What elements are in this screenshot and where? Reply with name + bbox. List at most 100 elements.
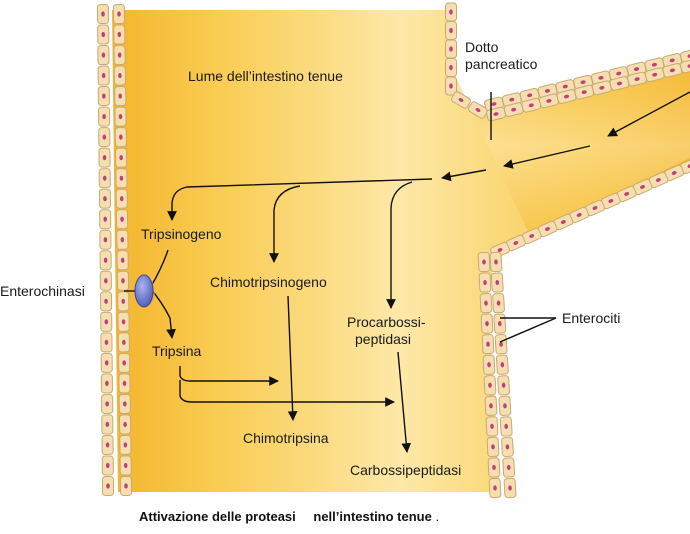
duct-label-line1: Dotto xyxy=(465,39,499,55)
enterocyte-cell xyxy=(445,2,457,22)
enterocyte-cell xyxy=(503,477,517,499)
enterocyte-cell xyxy=(101,434,114,455)
procarbossipeptidasi-label-line2: peptidasi xyxy=(355,331,411,347)
enterocyte-cell xyxy=(117,332,130,353)
enterocyte-cell xyxy=(479,292,493,314)
enterocyte-cell xyxy=(101,414,114,435)
enterocyte-cell xyxy=(492,292,505,314)
tripsina-label: Tripsina xyxy=(152,343,201,359)
arrow-to-chimotripsinogeno xyxy=(269,185,301,263)
enterocyte-cell xyxy=(98,168,111,189)
enterocyte-cell xyxy=(98,127,111,148)
enterocyte-cell xyxy=(97,24,110,45)
figure-caption: Attivazione delle proteasi nell’intestin… xyxy=(139,509,439,524)
procarbossipeptidasi-label-line1: Procarbossi- xyxy=(347,314,426,330)
enterocyte-cell xyxy=(497,375,511,396)
enterocyte-cell xyxy=(119,475,133,497)
lumen-label: Lume dell’intestino tenue xyxy=(188,68,343,84)
enterocyte-cell xyxy=(96,3,110,25)
enterocyte-cell xyxy=(101,393,114,414)
enterocyte-cell xyxy=(113,45,126,66)
duct-label-line2: pancreatico xyxy=(465,56,538,72)
caption-end: . xyxy=(435,509,439,524)
enterocyte-cell xyxy=(117,311,130,332)
enterocyte-cell xyxy=(488,477,502,499)
duct-arrow-3 xyxy=(441,169,487,182)
enterocyte-cell xyxy=(494,334,508,355)
enterocyte-cell xyxy=(98,106,111,127)
enterocyte-cell xyxy=(501,436,514,458)
enterocyte-cell xyxy=(97,45,110,66)
enterocyte-cell xyxy=(499,416,513,437)
enterocyte-cell xyxy=(486,436,500,458)
enterocyte-cell xyxy=(97,86,110,107)
enterocyte-cell xyxy=(99,291,113,312)
caption-rest: nell’intestino tenue xyxy=(313,509,431,524)
enterocyte-cell xyxy=(118,414,132,435)
enterocyte-cell xyxy=(112,3,126,25)
enterocyte-cell xyxy=(553,213,574,231)
enterocyte-cell xyxy=(99,270,112,291)
enterocyte-cell xyxy=(113,65,127,86)
duct-arrow-1 xyxy=(607,91,690,137)
tripsinogeno-label: Tripsinogeno xyxy=(141,226,222,242)
enterocyte-cell xyxy=(445,39,457,59)
caption-bold: Attivazione delle proteasi xyxy=(139,509,296,524)
enterocyte-cell xyxy=(114,106,127,127)
enterocyte-cell xyxy=(680,58,690,74)
enterocyte-cell xyxy=(100,373,113,394)
enterocyte-cell xyxy=(101,455,114,476)
chimotripsina-label: Chimotripsina xyxy=(243,430,329,446)
enterociti-pointer-2 xyxy=(499,317,557,343)
enterocyte-cell xyxy=(99,229,112,250)
enterochinasi-label: Enterochinasi xyxy=(0,283,85,299)
enterocyte-cell xyxy=(537,220,558,238)
enterocyte-cell xyxy=(98,147,111,168)
enterocyte-cell xyxy=(115,168,128,189)
enterocyte-cell xyxy=(99,209,112,230)
enterocyte-cell xyxy=(490,272,504,293)
enterocyte-cell xyxy=(483,375,497,396)
enterocyte-cell xyxy=(585,199,605,217)
enterocyte-cell xyxy=(481,334,495,355)
enterocyte-cell xyxy=(97,65,110,86)
enterocyte-cell xyxy=(569,206,590,224)
enterocyte-cell xyxy=(498,395,512,416)
enterocyte-cell xyxy=(115,188,128,209)
enterocyte-cell xyxy=(477,251,491,273)
enterocyte-layer xyxy=(96,2,690,499)
enterocyte-cell xyxy=(478,272,492,293)
enterocyte-cell xyxy=(115,147,128,168)
enterochinasi-enzyme xyxy=(134,274,155,308)
enterocyte-cell xyxy=(119,434,132,455)
enterocyte-cell xyxy=(100,332,113,353)
enterocyte-cell xyxy=(445,21,457,40)
arrow-to-procarbossipeptidasi xyxy=(386,181,413,309)
enterocyte-cell xyxy=(445,76,457,96)
enterocyte-cell xyxy=(113,24,126,45)
chimotripsinogeno-label: Chimotripsinogeno xyxy=(210,274,327,290)
arrow-to-carbossipeptidasi xyxy=(397,351,412,453)
enterocyte-cell xyxy=(118,373,131,394)
enterocyte-cell xyxy=(503,102,524,118)
tripsina-arrow-2 xyxy=(179,380,395,407)
enterocyte-cell xyxy=(445,58,457,77)
enterocyte-cell xyxy=(117,291,130,312)
enterociti-label: Enterociti xyxy=(562,310,620,326)
enterocyte-cell xyxy=(493,313,507,334)
enterocyte-cell xyxy=(116,229,129,250)
enterocyte-cell xyxy=(521,97,542,113)
enterocyte-cell xyxy=(119,455,132,476)
enterocyte-cell xyxy=(99,250,112,271)
enterocyte-cell xyxy=(118,352,131,373)
tripsina-arrow-1 xyxy=(179,366,279,386)
enterocyte-cell xyxy=(116,250,129,271)
enterocyte-cell xyxy=(489,251,503,273)
enterocyte-cell xyxy=(487,457,501,478)
enterocyte-cell xyxy=(114,86,127,107)
enterocyte-cell xyxy=(115,209,129,230)
enterocyte-cell xyxy=(480,313,494,334)
enterocyte-cell xyxy=(98,188,112,209)
intestine-lumen xyxy=(112,10,690,492)
